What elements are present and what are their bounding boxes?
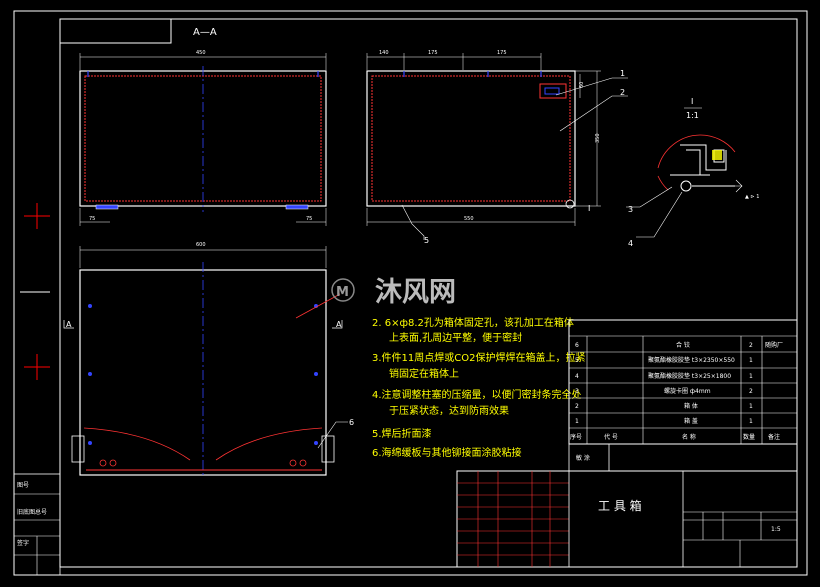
hdr-qty: 数量 — [743, 433, 755, 441]
hdr-name: 名 称 — [682, 433, 696, 441]
detail-view: Ⅰ 1:1 ▲ ⊳ 1 3 4 — [626, 97, 759, 248]
row-note-6: 随购厂 — [765, 341, 783, 349]
callout-1: 1 — [620, 69, 625, 78]
row-no-5: 5 — [575, 357, 579, 364]
side-view: 140 175 175 350 60 550 1 2 5 Ⅰ — [366, 50, 628, 245]
dim-side-right-height: 350 — [595, 133, 601, 143]
dim-side-bottom: 550 — [464, 216, 474, 222]
inner-frame — [59, 18, 798, 568]
section-label: A—A — [193, 27, 217, 38]
note-4: 5.焊后折面漆 — [372, 427, 432, 440]
dim-side-top-2: 175 — [428, 50, 438, 56]
row-qty-3: 2 — [749, 388, 753, 395]
note-1: 2. 6×ф8.2孔为箱体固定孔，该孔加工在箱体 — [372, 316, 574, 329]
section-mark-left: A — [66, 320, 72, 329]
technical-notes: 2. 6×ф8.2孔为箱体固定孔，该孔加工在箱体 上表面,孔周边平整，便于密封 … — [372, 316, 585, 459]
watermark-text: 沐风网 — [375, 277, 456, 308]
drawing-scale: 1:5 — [771, 526, 781, 533]
row-no-1: 1 — [575, 418, 579, 425]
hdr-no: 序号 — [570, 433, 582, 441]
row-qty-4: 1 — [749, 373, 753, 380]
row-no-3: 3 — [575, 388, 579, 395]
outer-frame — [13, 10, 808, 576]
dim-side-right-top: 60 — [579, 82, 585, 88]
row-name-5: 聚氨酯橡胶胶垫 t3×2350×550 — [648, 356, 735, 364]
dim-front-bot-right: 75 — [306, 216, 312, 222]
centering-marks — [24, 203, 50, 380]
dim-front-top: 450 — [196, 50, 206, 56]
callout-6: 6 — [349, 418, 354, 427]
dim-side-top-3: 175 — [497, 50, 507, 56]
row-qty-1: 1 — [749, 418, 753, 425]
row-qty-6: 2 — [749, 342, 753, 349]
callout-2: 2 — [620, 88, 625, 97]
row-no-6: 6 — [575, 342, 579, 349]
watermark: M 沐风网 — [331, 277, 456, 308]
stamp-text: 敏 涂 — [576, 454, 590, 462]
row-no-4: 4 — [575, 373, 579, 380]
dim-front-bot-left: 75 — [89, 216, 95, 222]
margin-text-3: 签字 — [17, 539, 29, 547]
dim-side-top-1: 140 — [379, 50, 389, 56]
row-name-4: 聚氨酯橡胶胶垫 t3×25×1800 — [648, 372, 731, 380]
row-name-1: 箱 盖 — [684, 417, 698, 425]
row-name-6: 合 铰 — [676, 341, 690, 349]
front-view: 450 75 75 — [79, 50, 327, 226]
row-no-2: 2 — [575, 403, 579, 410]
detail-label: Ⅰ — [691, 97, 693, 106]
section-mark-right: A — [336, 320, 342, 329]
note-1b: 上表面,孔周边平整，便于密封 — [389, 331, 522, 344]
callout-3: 3 — [628, 205, 633, 214]
dim-plan-top: 600 — [196, 242, 206, 248]
plan-view: 600 A A 6 — [63, 242, 354, 478]
row-name-3: 螺旋卡圈 ф4mm — [664, 387, 711, 395]
callout-5: 5 — [424, 236, 429, 245]
top-left-tab — [59, 18, 172, 44]
row-name-2: 箱 体 — [684, 402, 698, 410]
row-qty-2: 1 — [749, 403, 753, 410]
hdr-note: 备注 — [768, 433, 780, 441]
callout-detail-ref: Ⅰ — [588, 204, 590, 213]
drawing-name: 工 具 箱 — [598, 498, 642, 513]
detail-arrow-note: ▲ ⊳ 1 — [745, 194, 759, 200]
note-2: 3.件件11周点焊或CO2保护焊焊在箱盖上，拉紧 — [372, 351, 585, 364]
hdr-code: 代 号 — [604, 433, 618, 441]
margin-text-1: 图号 — [17, 482, 29, 489]
callout-4: 4 — [628, 239, 633, 248]
note-3b: 于压紧状态，达到防雨效果 — [389, 404, 509, 417]
title-block: 工 具 箱 1:5 — [456, 470, 798, 568]
note-2b: 销固定在箱体上 — [389, 367, 459, 380]
note-5: 6.海绵缓板与其他铆接面涂胶粘接 — [372, 446, 522, 459]
detail-scale: 1:1 — [686, 111, 699, 120]
parts-table: 6 合 铰 2 随购厂 5 聚氨酯橡胶胶垫 t3×2350×550 1 4 聚氨… — [568, 319, 798, 445]
row-qty-5: 1 — [749, 357, 753, 364]
watermark-logo-icon: M — [336, 285, 349, 300]
margin-text-2: 旧底图总号 — [17, 508, 47, 516]
note-3: 4.注意调整柱塞的压缩量，以便门密封条完全处 — [372, 388, 582, 401]
